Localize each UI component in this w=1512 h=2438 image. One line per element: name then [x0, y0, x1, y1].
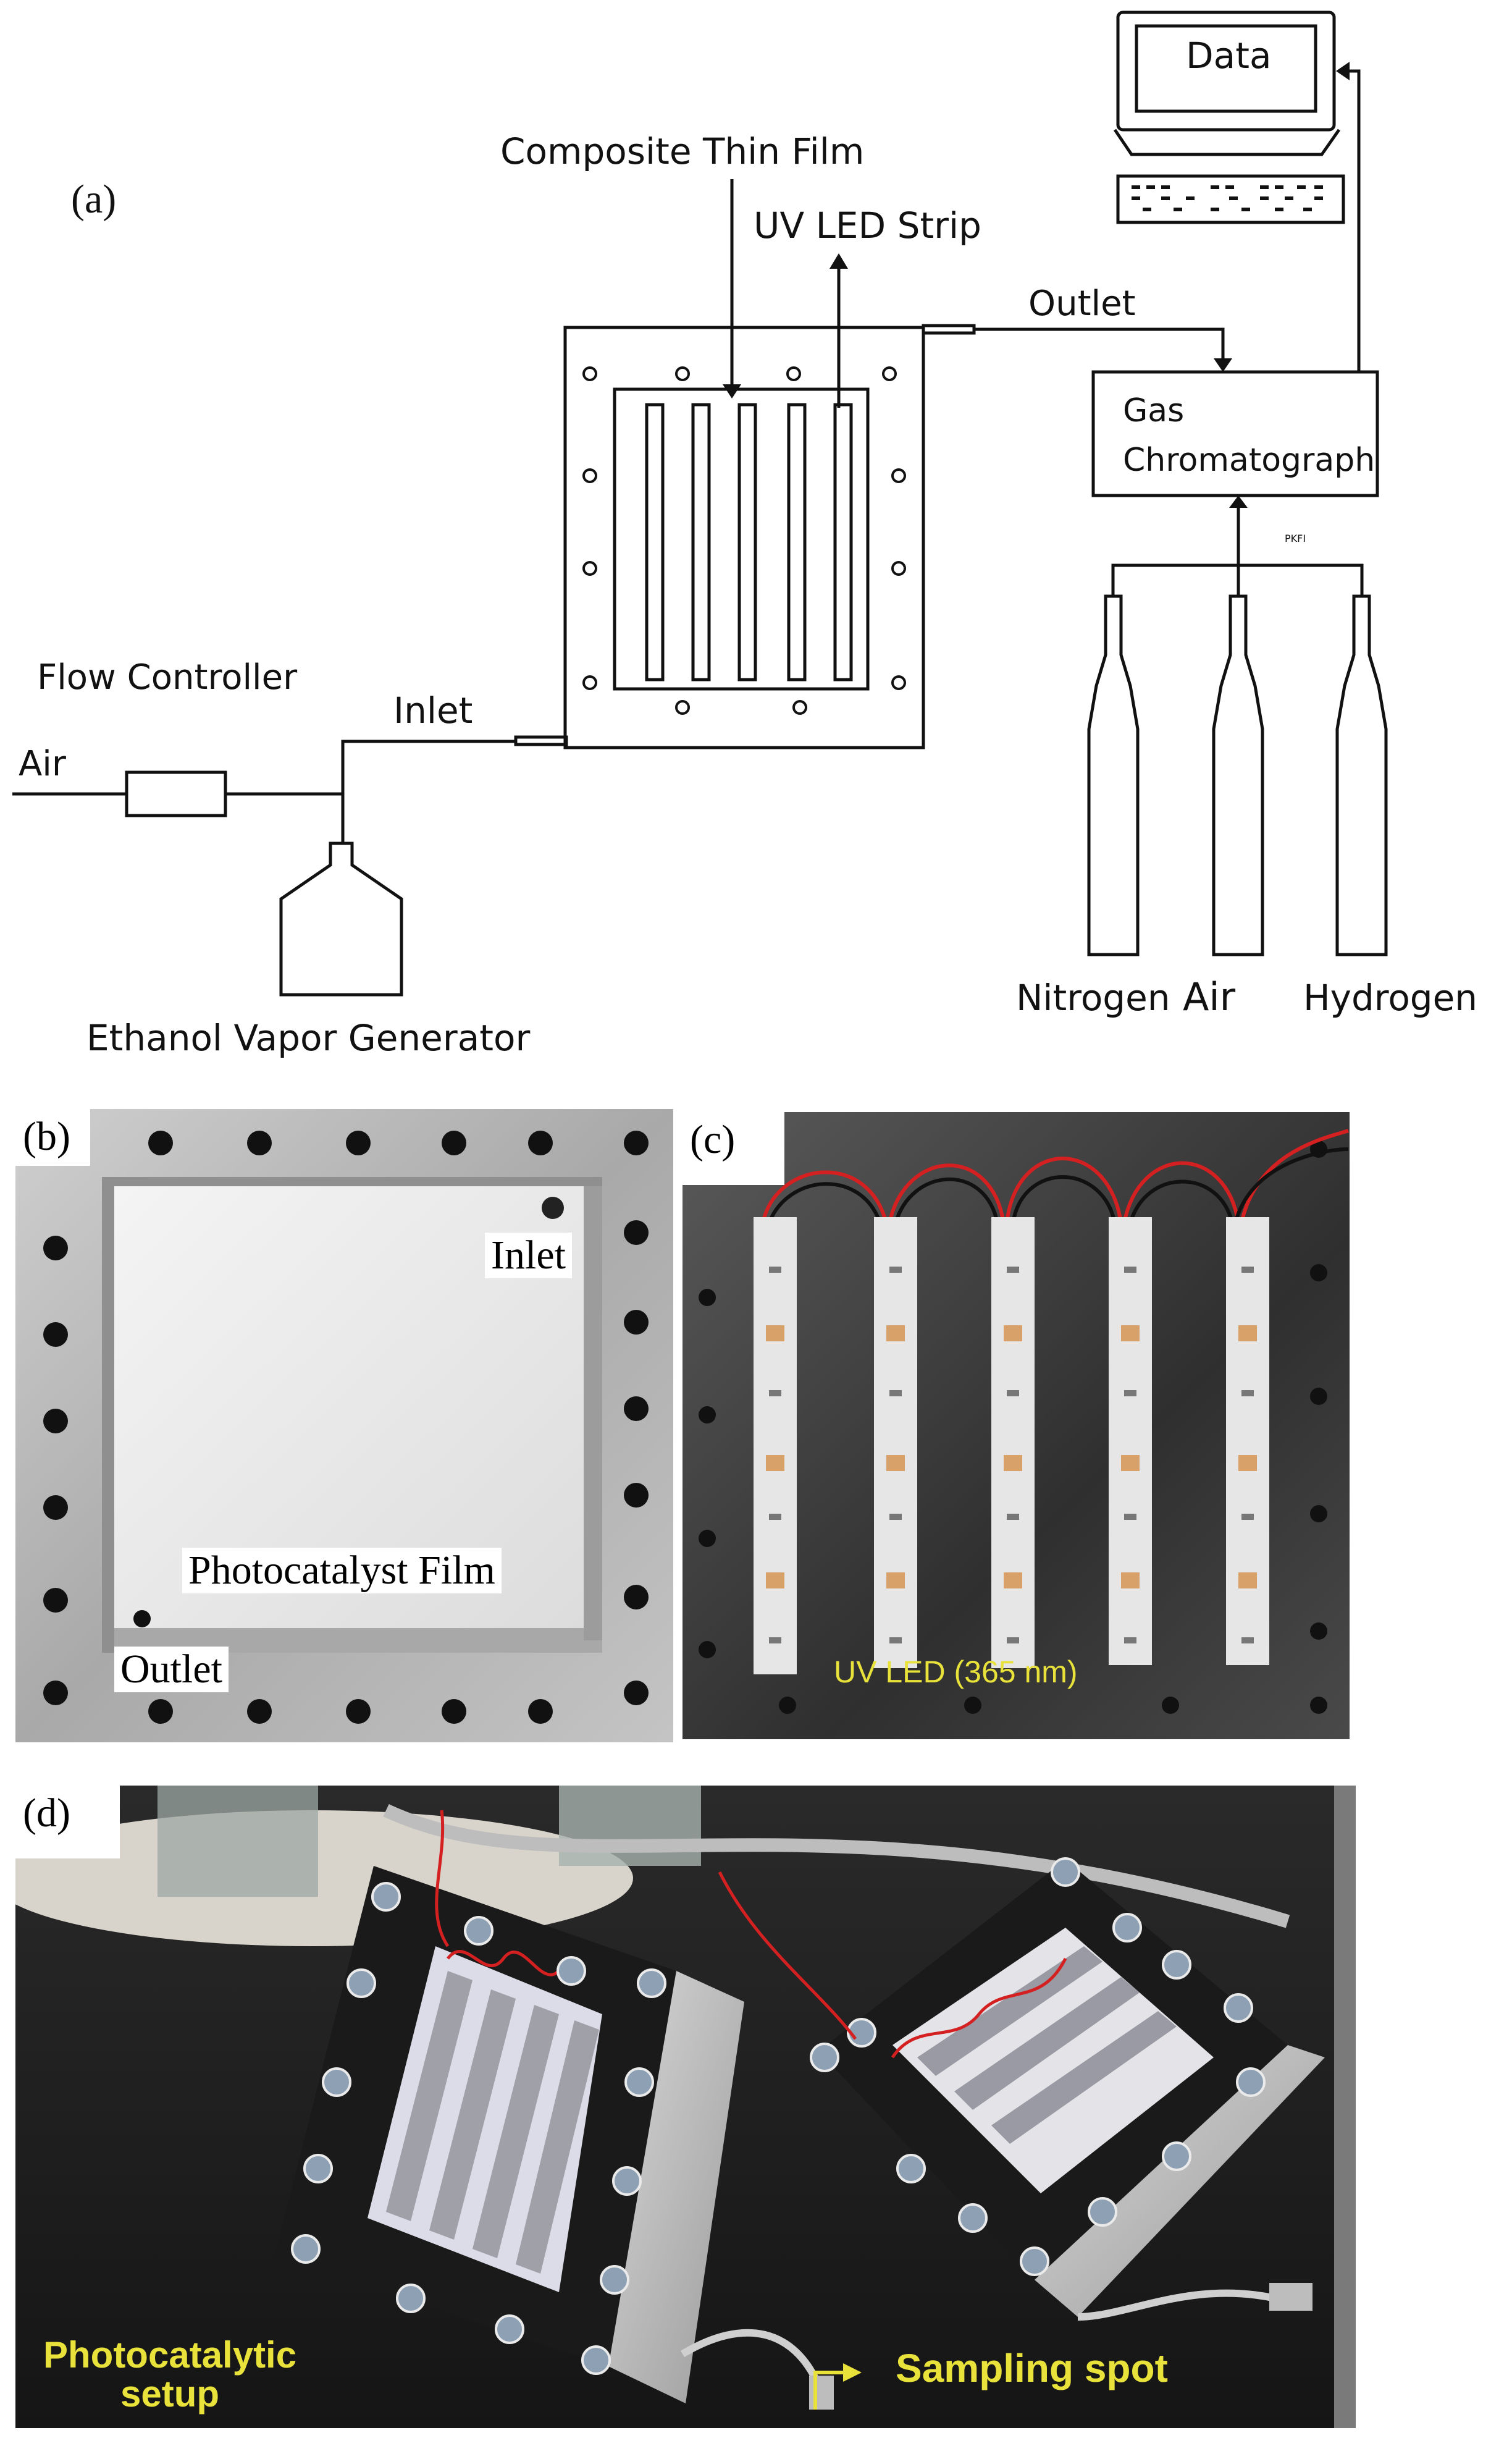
- inlet-stub: [514, 735, 568, 746]
- tiny-label: PKFI: [1285, 533, 1306, 544]
- panel-d-label: (d): [15, 1786, 120, 1858]
- panel-b-label: (b): [15, 1109, 90, 1166]
- uv-led-photo-drawing: [682, 1112, 1350, 1745]
- ethanol-vapor-generator-label: Ethanol Vapor Generator: [86, 1017, 530, 1059]
- red-wire-right: [718, 1871, 857, 2040]
- led-chips: [766, 1325, 1257, 1588]
- sampling-fitting-right: [1269, 2283, 1312, 2311]
- data-label: Data: [1186, 35, 1272, 77]
- gas-chromatograph-box: [1091, 370, 1379, 497]
- photocatalytic-setup-line2: setup: [120, 2373, 220, 2415]
- sampling-fitting-left: [809, 2376, 834, 2410]
- reactor-plate: [563, 326, 925, 749]
- flow-controller-label: Flow Controller: [37, 657, 298, 698]
- photocatalytic-setup-line1: Photocatalytic: [43, 2334, 297, 2376]
- nitrogen-label: Nitrogen: [1016, 977, 1170, 1019]
- sampling-spot-label: Sampling spot: [896, 2346, 1168, 2390]
- reactor-window: [613, 387, 870, 691]
- led-strips: [754, 1217, 1269, 1674]
- reactor-photo-drawing: [15, 1109, 673, 1742]
- keyboard: [1116, 174, 1345, 224]
- led-strip-1: [645, 403, 665, 681]
- air-label: Air: [19, 744, 67, 784]
- air-cylinder-label: Air: [1183, 974, 1236, 1019]
- reactor-bolt-holes: [43, 1131, 649, 1724]
- panel-a-label: (a): [71, 177, 117, 222]
- panel-c-photo: (c) UV LED (365 nm): [682, 1112, 1350, 1745]
- composite-thin-film-label: Composite Thin Film: [500, 130, 864, 172]
- uv-led-strip-label: UV LED Strip: [754, 205, 981, 247]
- sampling-needle-right: [1077, 2289, 1277, 2321]
- uv-led-label: UV LED (365 nm): [834, 1655, 1078, 1689]
- nitrogen-cylinder: [1087, 594, 1140, 956]
- hydrogen-label: Hydrogen: [1303, 977, 1477, 1019]
- gas-tube: [383, 1804, 1290, 1928]
- panel-b-photo: (b) Inlet Photocatalyst Film Outlet: [15, 1109, 673, 1742]
- panel-a-schematic: Composite Thin Film UV LED Strip Outlet …: [0, 0, 1512, 1075]
- laptop-base: [1113, 129, 1341, 156]
- keyboard-keys: [1132, 185, 1323, 211]
- flow-controller-box: [125, 770, 227, 817]
- arrowheads: [723, 62, 1350, 508]
- panel-d-photo: (d) Photocatalytic setup Sampling spot: [15, 1786, 1356, 2428]
- hydrogen-cylinder: [1335, 594, 1388, 956]
- laptop-screen-inner: [1135, 24, 1317, 113]
- outlet-photo-label: Outlet: [114, 1647, 229, 1692]
- outlet-label: Outlet: [1028, 284, 1136, 324]
- bolt-holes: [582, 366, 906, 715]
- sampling-needle-left: [680, 2329, 822, 2387]
- inlet-label: Inlet: [393, 690, 472, 732]
- left-reactor: [275, 1866, 744, 2403]
- setup-photo-drawing: [15, 1786, 1356, 2428]
- led-wires: [761, 1129, 1350, 1225]
- red-wire-left: [435, 1810, 450, 1947]
- panel-c-label: (c): [682, 1112, 785, 1185]
- outlet-port: [133, 1610, 151, 1627]
- led-strip-5: [833, 403, 853, 681]
- led-strip-2: [691, 403, 711, 681]
- laptop-screen: [1116, 11, 1336, 132]
- ethanol-bottle: [279, 841, 403, 997]
- background-beaker-2: [559, 1786, 701, 1866]
- led-resistors: [769, 1267, 1254, 1643]
- chromatograph-label: Chromatograph: [1123, 442, 1375, 479]
- gas-label: Gas: [1123, 392, 1184, 429]
- sampling-arrowhead: [843, 2363, 862, 2382]
- photocatalytic-setup-label: Photocatalytic setup: [43, 2335, 296, 2413]
- air-cylinder: [1212, 594, 1264, 956]
- sampling-arrow: [813, 2371, 846, 2410]
- photocatalyst-film-label: Photocatalyst Film: [182, 1548, 502, 1593]
- background-beaker-1: [158, 1786, 318, 1897]
- inlet-photo-label: Inlet: [485, 1233, 572, 1278]
- led-strip-3: [737, 403, 757, 681]
- inlet-port: [542, 1197, 564, 1219]
- led-strip-4: [787, 403, 807, 681]
- schematic-diagram: Composite Thin Film UV LED Strip Outlet …: [12, 11, 1477, 1059]
- right-edge-strip: [1334, 1786, 1356, 2428]
- outlet-stub: [922, 324, 976, 335]
- right-reactor: [810, 1857, 1325, 2317]
